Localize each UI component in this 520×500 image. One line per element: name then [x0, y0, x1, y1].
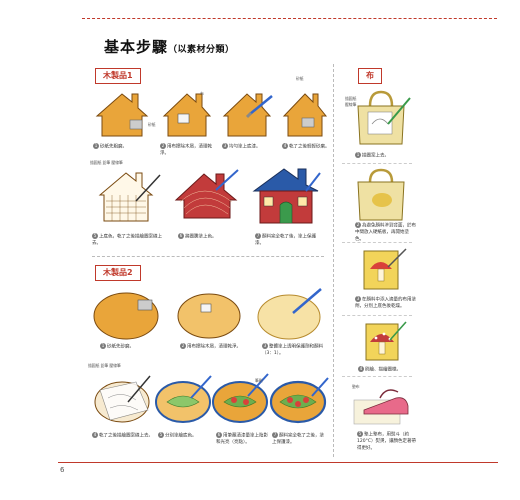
- cloth-step2-illustration: [352, 166, 410, 222]
- cloth-step1-illustration: [350, 88, 412, 146]
- cloth-divider-2: [342, 242, 412, 243]
- wood1-step5-illustration: [92, 165, 164, 230]
- page-title: 基本步驟（以素材分類）: [104, 36, 235, 57]
- cloth-divider-4: [342, 376, 412, 377]
- wood1-step1-callout: 砂紙: [148, 122, 156, 127]
- page-number: 6: [60, 466, 65, 474]
- top-dashed-rule: [82, 18, 497, 19]
- cloth-step5-illustration: [350, 380, 414, 430]
- section-tag-wood1: 木製品1: [95, 68, 141, 84]
- wood1-step4-callout: 砂紙: [296, 76, 304, 81]
- vertical-divider: [333, 64, 334, 457]
- wood1-step1-illustration: [92, 88, 152, 140]
- cloth-divider-1: [342, 163, 412, 164]
- page-title-sub: （以素材分類）: [168, 45, 235, 55]
- wood1-step5-callout: 描圖紙 鉛筆 壓線筆: [90, 160, 123, 165]
- cloth-divider-3: [342, 315, 412, 316]
- horizontal-divider: [92, 256, 324, 257]
- wood2-step6-illustration: [210, 370, 272, 428]
- wood2-step5-illustration: [153, 370, 215, 428]
- wood1-step4-illustration: [280, 88, 330, 140]
- wood2-step4-callout: 描圖紙 鉛筆 壓線筆: [88, 363, 121, 368]
- wood2-step1-illustration: [92, 286, 167, 341]
- cloth-step4-illustration: [360, 318, 408, 366]
- page-title-main: 基本步驟: [104, 38, 169, 56]
- wood1-step2-callout: 布: [200, 91, 204, 96]
- wood1-step7-illustration: [250, 165, 322, 231]
- wood1-step2-illustration: [160, 88, 215, 140]
- section-tag-wood2: 木製品2: [95, 265, 141, 281]
- wood2-step6-callout: 筆刷: [255, 378, 263, 383]
- cloth-step3-illustration: [358, 245, 408, 295]
- wood1-step3-illustration: [220, 88, 276, 140]
- wood2-step4-illustration: [92, 368, 154, 428]
- wood2-step3-illustration: [255, 285, 327, 343]
- wood2-step7-illustration: [268, 370, 330, 428]
- wood2-step2-illustration: [175, 288, 247, 343]
- cloth-step5-callout: 墊布: [352, 384, 360, 389]
- cloth-step1-callout: 描圖紙 壓線筆: [345, 96, 357, 107]
- bottom-rule: [58, 462, 498, 463]
- section-tag-cloth: 布: [358, 68, 382, 84]
- wood1-step6-illustration: [172, 168, 242, 230]
